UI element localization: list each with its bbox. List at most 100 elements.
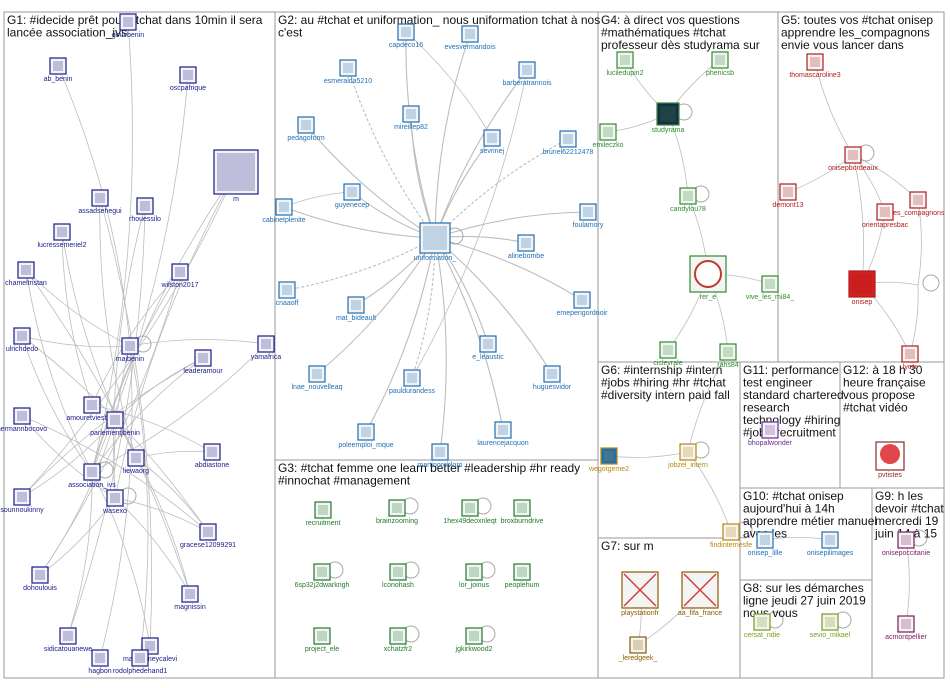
node-pedagoform[interactable]: pedagoform [287, 116, 325, 142]
node-ciclevrale[interactable]: ciclevrale [653, 341, 683, 367]
node-wilston2017[interactable]: wilston2017 [161, 263, 199, 289]
node-gracese12099291[interactable]: gracese12099291 [180, 523, 236, 549]
node-onisepilimages[interactable]: onisepilimages [807, 531, 854, 557]
node-sevio-mikael[interactable]: sevio_mikael [810, 613, 851, 639]
node-majabomeycalevi[interactable]: majabomeycalevi [123, 637, 178, 663]
node-broxburndrive[interactable]: broxburndrive [501, 499, 544, 525]
node-recruitment[interactable]: recruitment [305, 501, 341, 527]
node-label: wegotgeme2 [588, 466, 629, 473]
node-leaderamour[interactable]: leaderamour [183, 349, 223, 375]
node-rer-e[interactable]: rer_e [689, 255, 727, 301]
node-jgkirkwood2[interactable]: jgkirkwood2 [455, 627, 493, 653]
node-wasexo[interactable]: wasexo [102, 489, 127, 515]
node-mireillep82[interactable]: mireillep82 [394, 105, 428, 131]
node-phenicsb[interactable]: phenicsb [706, 51, 734, 77]
node-alinebombe[interactable]: alinebombe [508, 234, 544, 260]
avatar-image [715, 55, 725, 65]
node-cersat-ndie[interactable]: cersat_ndie [744, 613, 780, 639]
avatar [181, 585, 199, 603]
node-chameltristan[interactable]: chameltristan [5, 261, 47, 287]
node-sevrinej[interactable]: sevrinej [480, 129, 505, 155]
node-onisepbordeaux[interactable]: onisepbordeaux [828, 146, 878, 172]
node-6sp32j2dwarkngh[interactable]: 6sp32j2dwarkngh [295, 563, 350, 589]
node-brainzooming[interactable]: brainzooming [376, 499, 418, 525]
node-pvtistes[interactable]: pvtistes [875, 441, 905, 479]
node-sidicatouanewe[interactable]: sidicatouanewe [44, 627, 92, 653]
node-aa-fifa-france[interactable]: aa_fifa_france [678, 571, 722, 617]
node-huguesvidor[interactable]: huguesvidor [533, 365, 572, 391]
node-lconohash[interactable]: lconohash [382, 563, 414, 589]
node-lucressemeriel2[interactable]: lucressemeriel2 [37, 223, 87, 249]
node-jobzel-intern[interactable]: jobzel_intern [667, 443, 708, 469]
node-foulamory[interactable]: foulamory [573, 203, 604, 229]
node-oscpafrique[interactable]: oscpafrique [170, 66, 206, 92]
node-ab-benin[interactable]: ab_benin [44, 57, 73, 83]
edge [434, 237, 583, 301]
node-rahs84[interactable]: rahs84 [717, 343, 739, 369]
node-les-compagnons[interactable]: les_compagnons [892, 191, 945, 217]
node-project-ele[interactable]: project_ele [305, 627, 339, 653]
node-cabinetplenite[interactable]: cabinetplenite [262, 198, 306, 224]
node-lnae-nouvelleaq[interactable]: lnae_nouvelleaq [292, 365, 343, 391]
node-mat-bideault[interactable]: mat_bideault [336, 296, 376, 322]
edge [434, 33, 471, 239]
node-cnaaoff[interactable]: cnaaoff [276, 281, 299, 307]
node-association-ivs[interactable]: association_ivs [68, 463, 116, 489]
node-findinternesfe[interactable]: findinternesfe [710, 523, 752, 549]
node-pauldurandess[interactable]: pauldurandess [389, 369, 435, 395]
node-magnissin[interactable]: magnissin [174, 585, 206, 611]
node-liewaorg[interactable]: liewaorg [123, 449, 149, 475]
node-ulrichdedo[interactable]: ulrichdedo [6, 327, 38, 353]
node-lycitr[interactable]: lycitr [901, 345, 919, 371]
node-label: thomascaroline3 [789, 72, 840, 79]
node-martinorebloro[interactable]: martinorebloro [417, 443, 463, 469]
node-playstationfr[interactable]: playstationfr [621, 571, 660, 617]
node-lor-joinus[interactable]: lor_joinus [459, 563, 489, 589]
node-laurencejacquon[interactable]: laurencejacquon [477, 421, 529, 447]
node-evesvermandois[interactable]: evesvermandois [445, 25, 496, 51]
avatar-image [131, 453, 141, 463]
node-e-leaustic[interactable]: e_leaustic [472, 335, 504, 361]
node-esmeralda5210[interactable]: esmeralda5210 [324, 59, 372, 85]
node-onisepoccitanie[interactable]: onisepoccitanie [882, 531, 930, 557]
node-bhopalwonder[interactable]: bhopalwonder [748, 421, 793, 447]
avatar-image [435, 447, 445, 457]
node-poleemploi-mque[interactable]: poleemploi_mque [338, 423, 394, 449]
node-thomascaroline3[interactable]: thomascaroline3 [789, 53, 841, 79]
node-hagbon[interactable]: hagbon [88, 649, 112, 675]
node-vive-les-mi84-[interactable]: vive_les_mi84_ [746, 275, 794, 301]
node-gouvbenin[interactable]: gouvbenin [112, 13, 144, 39]
node-amouretviesbms[interactable]: amouretviesbms [66, 396, 118, 422]
node-yamafrica[interactable]: yamafrica [251, 335, 281, 361]
node-rodolphedehand1[interactable]: rodolphedehand1 [113, 649, 168, 675]
node-acmontpellier[interactable]: acmontpellier [885, 615, 927, 641]
node--leredgeek-[interactable]: _leredgeek_ [618, 636, 658, 662]
node-onisep-lille[interactable]: onisep_lille [748, 531, 783, 557]
node-orientapresbac[interactable]: orientapresbac [862, 203, 909, 229]
node-assadsehegui[interactable]: assadsehegui [78, 189, 122, 215]
node-1hex49deoxnleqt[interactable]: 1hex49deoxnleqt [443, 499, 497, 525]
node-dohoulouis[interactable]: dohoulouis [23, 566, 57, 592]
node-guyenecep[interactable]: guyenecep [335, 183, 369, 209]
node-wegotgeme2[interactable]: wegotgeme2 [588, 447, 629, 473]
node-m[interactable]: m [213, 149, 259, 203]
node-peoplehum[interactable]: peoplehum [505, 563, 540, 589]
node-onisep[interactable]: onisep [848, 270, 876, 306]
node-studyrama[interactable]: studyrama [652, 102, 685, 134]
node-majbenin[interactable]: majbenin [116, 337, 145, 363]
node-sounnoukinny[interactable]: sounnoukinny [0, 488, 44, 514]
node-barberatrannois[interactable]: barberatrannois [502, 61, 552, 87]
node-luciledupin2[interactable]: luciledupin2 [607, 51, 644, 77]
node-parlementjbenin[interactable]: parlementjbenin [90, 411, 140, 437]
node-candylou78[interactable]: candylou78 [670, 187, 706, 213]
node-uniformation-[interactable]: uniformation_ [414, 222, 457, 262]
node-emileczko[interactable]: emileczko [592, 123, 624, 149]
node-xchatzfr2[interactable]: xchatzfr2 [384, 627, 413, 653]
node-hermannbocovo[interactable]: hermannbocovo [0, 407, 47, 433]
node-capdeco16[interactable]: capdeco16 [389, 23, 423, 49]
node-emeperigordnoir[interactable]: emeperigordnoir [557, 291, 609, 317]
node-rhouessilo[interactable]: rhouessilo [129, 197, 161, 223]
node-brunel62212478[interactable]: brunel62212478 [543, 130, 594, 156]
node-demont13[interactable]: demont13 [772, 183, 804, 209]
node-abdiastone[interactable]: abdiastone [195, 443, 229, 469]
